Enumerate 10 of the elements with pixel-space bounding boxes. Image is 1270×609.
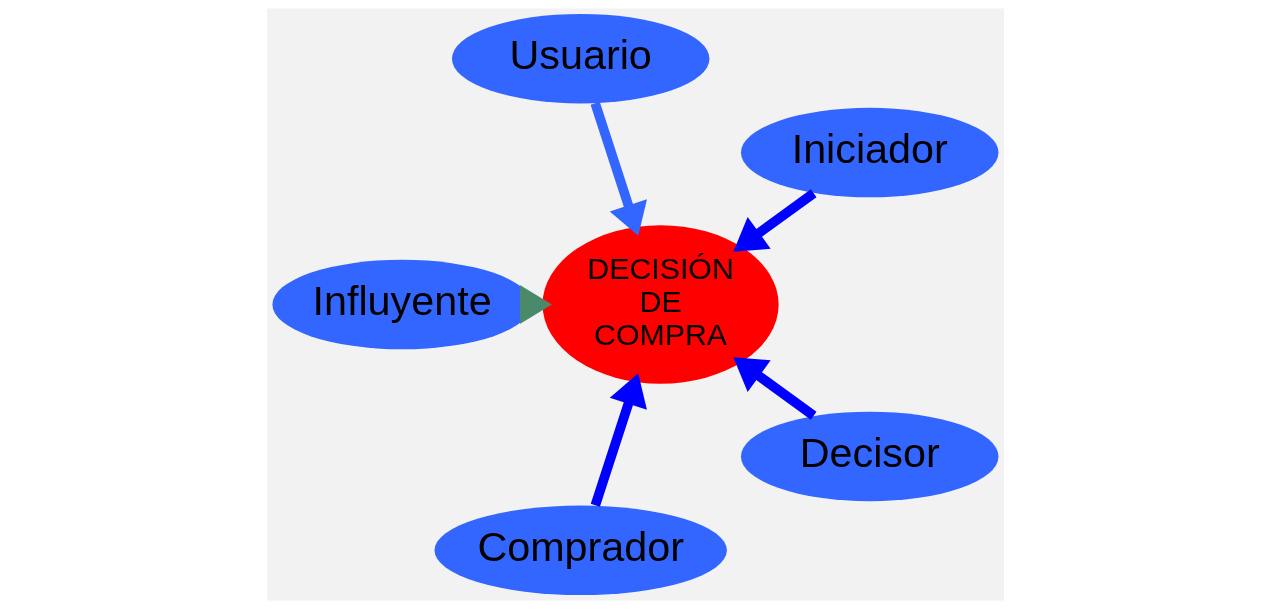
node-ellipse: Decisor — [740, 411, 998, 502]
arrow — [590, 101, 647, 236]
node-ellipse: Comprador — [434, 505, 727, 596]
arrow — [732, 357, 816, 420]
node-ellipse: DECISIÓN DE COMPRA — [542, 225, 779, 384]
arrow — [519, 284, 552, 325]
node-ellipse: Iniciador — [740, 107, 998, 198]
node-ellipse: Usuario — [451, 13, 709, 104]
arrow — [590, 373, 647, 507]
arrow — [732, 189, 816, 252]
